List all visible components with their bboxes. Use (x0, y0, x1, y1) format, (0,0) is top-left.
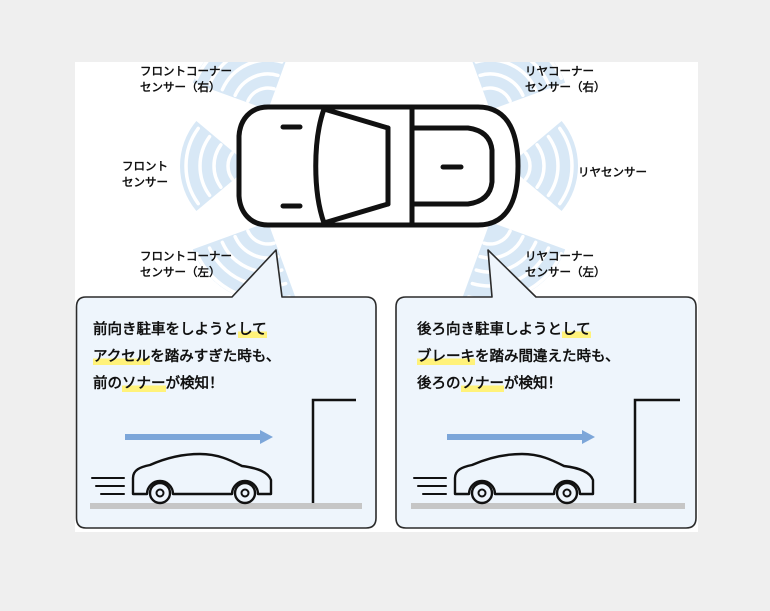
sensor-wave-front (180, 121, 250, 211)
wave-ripple (220, 62, 284, 92)
message-line: アクセルを踏みすぎた時も、 (93, 344, 280, 371)
message-line: 後ろのソナーが検知！ (417, 371, 620, 398)
car-top-view-icon (236, 104, 521, 228)
speech-bubble-reverse-parking (395, 249, 697, 529)
wave-ripple (198, 134, 212, 198)
label-line: センサー（左） (525, 265, 606, 279)
sensor-wave-rear-corner-right (472, 62, 566, 110)
wall (633, 398, 680, 503)
label-line: フロントコーナー (140, 249, 232, 263)
wheel-icon (233, 481, 257, 505)
speech-bubble-forward-parking (75, 249, 377, 529)
message-line: 後ろ向き駐車しようとして (417, 317, 620, 344)
label-line: リヤコーナー (525, 64, 594, 78)
wave-ripple (233, 72, 280, 98)
wheel-icon (555, 481, 579, 505)
wave-ripple (474, 240, 538, 274)
text-segment: を踏みすぎた時も、 (150, 349, 281, 365)
sensor-waves (180, 62, 578, 302)
highlighted-text: アクセル (93, 349, 151, 365)
reverse-scene (411, 398, 685, 509)
car-side-icon (131, 452, 273, 505)
highlighted-text: して (562, 322, 591, 338)
wave-ripple (246, 86, 276, 103)
forward-parking-message: 前向き駐車をしようとして アクセルを踏みすぎた時も、 前のソナーが検知！ (93, 317, 280, 398)
highlighted-text: して (238, 322, 267, 338)
wave-ripple (207, 62, 229, 86)
speed-lines (413, 477, 447, 495)
wave-ripple (474, 62, 538, 92)
speed-lines (91, 477, 125, 495)
label-line: センサー（左） (140, 265, 221, 279)
wave-ripple (246, 229, 276, 246)
car-body-outline (236, 104, 521, 228)
text-segment: 後ろ向き駐車しようと (417, 322, 562, 338)
text-segment: 前の (93, 376, 122, 392)
highlighted-text: ソナー (122, 376, 166, 392)
label-line: センサー（右） (140, 80, 221, 94)
wave-ripple (529, 62, 551, 86)
wheel-icon (148, 481, 172, 505)
roof-upper-edge (321, 106, 391, 131)
label-line: フロントコーナー (140, 64, 232, 78)
text-segment: が検知！ (165, 376, 224, 392)
arrow-head (582, 430, 595, 444)
label-line: リヤコーナー (525, 249, 594, 263)
label-rear-corner-right-sensor: リヤコーナー センサー（右） (525, 63, 606, 95)
message-line: 前向き駐車をしようとして (93, 317, 280, 344)
label-front-corner-left-sensor: フロントコーナー センサー（左） (140, 248, 232, 280)
wave-ripple (524, 151, 532, 181)
reverse-parking-message: 後ろ向き駐車しようとして ブレーキを踏み間違えた時も、 後ろのソナーが検知！ (417, 317, 620, 398)
windshield-line (313, 106, 327, 226)
wave-ripple (212, 143, 223, 189)
highlighted-text: ブレーキ (417, 349, 475, 365)
wheel-icon (470, 481, 494, 505)
label-line: リヤセンサー (578, 165, 647, 179)
wave-ripple (482, 86, 512, 103)
label-rear-sensor: リヤセンサー (578, 164, 647, 180)
wave-ripple (478, 72, 525, 98)
wave-ripple (482, 229, 512, 246)
message-line: ブレーキを踏み間違えた時も、 (417, 344, 620, 371)
text-segment: 後ろの (417, 376, 461, 392)
wave-ripple (546, 134, 560, 198)
wave-ripple (226, 151, 234, 181)
label-line: フロント (122, 159, 168, 173)
text-segment: 前向き駐車をしようと (93, 322, 238, 338)
arrow-head (260, 430, 273, 444)
label-front-corner-right-sensor: フロントコーナー センサー（右） (140, 63, 232, 95)
roof-lower-edge (321, 201, 391, 226)
ground (90, 503, 362, 509)
label-rear-corner-left-sensor: リヤコーナー センサー（左） (525, 248, 606, 280)
sensor-wave-front-corner-right (192, 62, 286, 110)
wave-ripple (535, 143, 546, 189)
message-line: 前のソナーが検知！ (93, 371, 280, 398)
wave-ripple (184, 126, 200, 206)
forward-scene (90, 398, 362, 509)
text-segment: が検知！ (504, 376, 562, 392)
text-segment: を踏み間違えた時も、 (475, 349, 620, 365)
sensor-wave-rear (508, 121, 578, 211)
label-line: センサー (122, 175, 168, 189)
label-front-sensor: フロント センサー (122, 158, 168, 190)
highlighted-text: ソナー (460, 376, 504, 392)
wall (311, 398, 356, 503)
wave-ripple (194, 62, 209, 81)
sensor-wave-rear-corner-left (462, 222, 566, 302)
rear-window-outline (409, 104, 495, 228)
ground (411, 503, 685, 509)
car-side-icon (453, 452, 595, 505)
wave-ripple (478, 234, 525, 260)
wave-ripple (549, 62, 564, 81)
wave-ripple (558, 126, 574, 206)
label-line: センサー（右） (525, 80, 606, 94)
